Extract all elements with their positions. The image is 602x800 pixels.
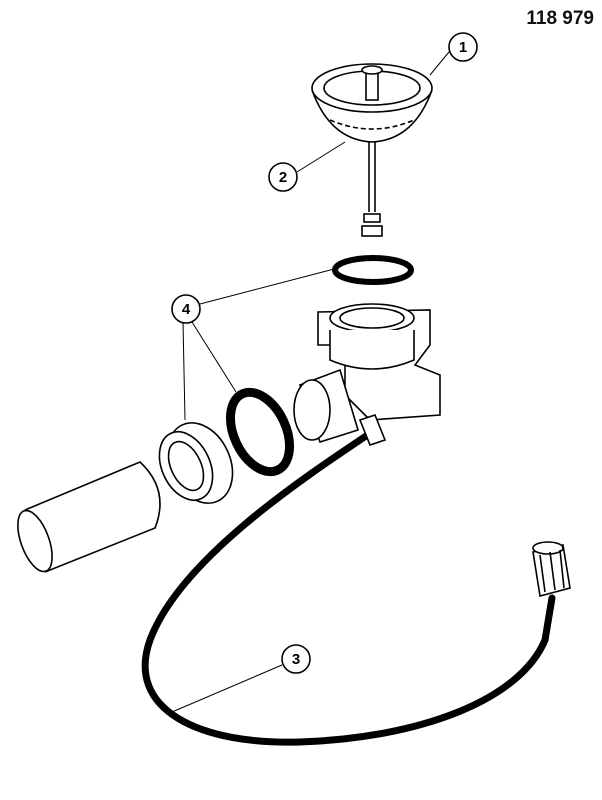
- svg-text:4: 4: [182, 301, 191, 318]
- drawing-number: 118 979: [526, 8, 594, 29]
- callout-1: 1: [448, 32, 478, 62]
- o-ring: [332, 255, 414, 285]
- gasket-ring: [225, 387, 295, 477]
- strainer-basket: [311, 63, 433, 237]
- callout-4: 4: [171, 294, 201, 324]
- svg-text:2: 2: [279, 169, 287, 186]
- union-nut: [158, 422, 234, 504]
- leader-lines: [171, 51, 450, 713]
- callout-2: 2: [268, 162, 298, 192]
- cable-hose: [141, 428, 556, 746]
- svg-text:1: 1: [459, 39, 467, 56]
- callout-3: 3: [281, 644, 311, 674]
- cable-knob: [532, 541, 571, 598]
- drain-body: [293, 303, 441, 446]
- svg-text:3: 3: [292, 651, 300, 668]
- drain-tube: [17, 461, 161, 573]
